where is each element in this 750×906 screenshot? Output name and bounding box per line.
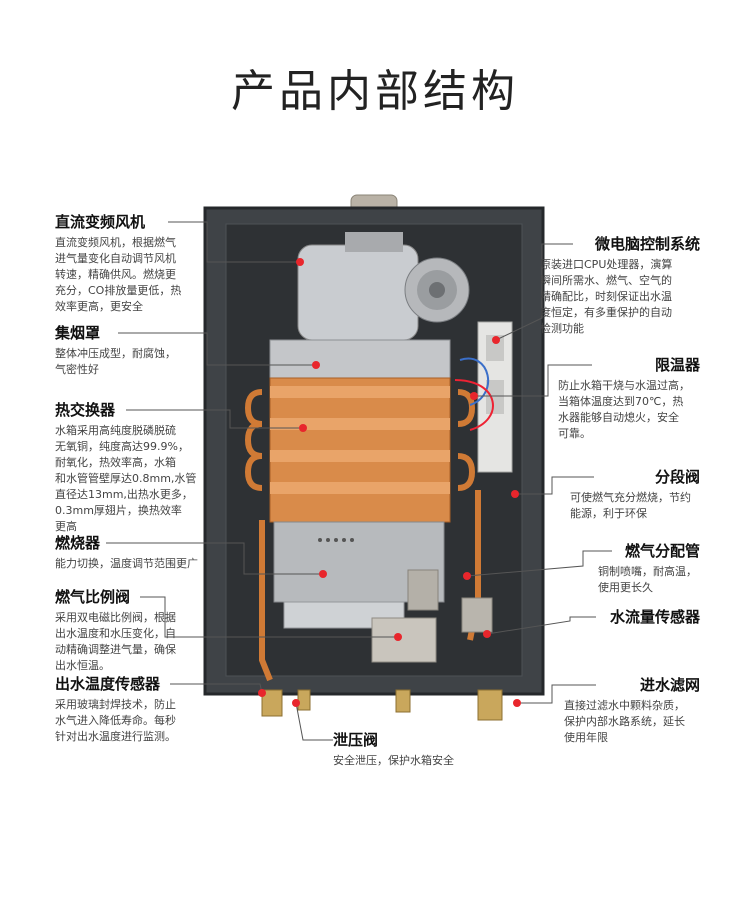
label-desc: 采用双电磁比例阀，根据出水温度和水压变化，自动精确调整进气量，确保出水恒温。 bbox=[55, 611, 176, 672]
gas-valve bbox=[371, 569, 493, 663]
fan-assembly bbox=[297, 232, 470, 341]
label-title: 分段阀 bbox=[654, 468, 700, 486]
label-title: 燃烧器 bbox=[55, 534, 101, 552]
dot-relief bbox=[292, 699, 300, 707]
label-manifold: 燃气分配管 铜制喷嘴，耐高温，使用更长久 bbox=[540, 541, 700, 596]
callout-lines bbox=[106, 221, 612, 741]
label-desc: 直接过滤水中颗料杂质，保护内部水路系统，延长使用年限 bbox=[564, 699, 685, 744]
label-title: 集烟罩 bbox=[55, 324, 101, 342]
label-desc: 能力切换，温度调节范围更广 bbox=[55, 557, 198, 570]
label-title: 泄压阀 bbox=[333, 731, 379, 749]
dot-segment bbox=[511, 490, 519, 498]
dot-exchanger bbox=[299, 424, 307, 432]
label-title: 水流量传感器 bbox=[609, 608, 700, 626]
label-fan: 直流变频风机 直流变频风机，根据燃气进气量变化自动调节风机转速，精确供风。燃烧更… bbox=[55, 212, 215, 315]
dot-burner bbox=[319, 570, 327, 578]
label-title: 直流变频风机 bbox=[55, 213, 146, 231]
label-valve: 燃气比例阀 采用双电磁比例阀，根据出水温度和水压变化，自动精确调整进气量，确保出… bbox=[55, 587, 215, 674]
label-title: 出水温度传感器 bbox=[55, 675, 161, 693]
label-filter: 进水滤网 直接过滤水中颗料杂质，保护内部水路系统，延长使用年限 bbox=[540, 675, 700, 746]
label-flow: 水流量传感器 bbox=[540, 607, 700, 627]
label-desc: 直流变频风机，根据燃气进气量变化自动调节风机转速，精确供风。燃烧更充分，CO排放… bbox=[55, 236, 182, 313]
label-desc: 铜制喷嘴，耐高温，使用更长久 bbox=[598, 565, 697, 594]
dot-sensor bbox=[258, 689, 266, 697]
dot-filter bbox=[513, 699, 521, 707]
label-hood: 集烟罩 整体冲压成型，耐腐蚀，气密性好 bbox=[55, 323, 215, 378]
label-sensor: 出水温度传感器 采用玻璃封焊技术，防止水气进入降低寿命。每秒针对出水温度进行监测… bbox=[55, 674, 215, 745]
label-limiter: 限温器 防止水箱干烧与水温过高，当箱体温度达到70℃，热水器能够自动熄火，安全可… bbox=[540, 355, 700, 442]
control-box bbox=[454, 321, 513, 473]
label-desc: 可使燃气充分燃烧，节约能源，利于环保 bbox=[570, 491, 691, 520]
label-title: 燃气分配管 bbox=[624, 542, 700, 560]
label-desc: 防止水箱干烧与水温过高，当箱体温度达到70℃，热水器能够自动熄火，安全可靠。 bbox=[558, 379, 690, 440]
page-title: 产品内部结构 bbox=[231, 66, 519, 117]
label-desc: 原装进口CPU处理器，演算瞬间所需水、燃气、空气的精确配比，时刻保证出水温度恒定… bbox=[540, 258, 673, 335]
label-cpu: 微电脑控制系统 原装进口CPU处理器，演算瞬间所需水、燃气、空气的精确配比，时刻… bbox=[540, 234, 700, 337]
label-desc: 水箱采用高纯度脱磷脱硫无氧铜，纯度高达99.9%，耐氧化，热效率高，水箱和水管管… bbox=[55, 424, 197, 533]
label-desc: 采用玻璃封焊技术，防止水气进入降低寿命。每秒针对出水温度进行监测。 bbox=[55, 698, 176, 743]
label-title: 燃气比例阀 bbox=[55, 588, 131, 606]
label-title: 进水滤网 bbox=[639, 676, 700, 694]
water-fittings bbox=[261, 689, 503, 721]
label-desc: 整体冲压成型，耐腐蚀，气密性好 bbox=[55, 347, 176, 376]
callout-dots bbox=[258, 258, 521, 707]
dot-valve bbox=[394, 633, 402, 641]
label-desc: 安全泄压，保护水箱安全 bbox=[333, 754, 454, 767]
dot-fan bbox=[296, 258, 304, 266]
smoke-hood bbox=[269, 339, 451, 379]
label-title: 限温器 bbox=[654, 356, 700, 374]
dot-limiter bbox=[470, 392, 478, 400]
label-title: 热交换器 bbox=[55, 401, 116, 419]
dot-manifold bbox=[463, 572, 471, 580]
label-relief: 泄压阀 安全泄压，保护水箱安全 bbox=[333, 730, 503, 769]
label-exchanger: 热交换器 水箱采用高纯度脱磷脱硫无氧铜，纯度高达99.9%，耐氧化，热效率高，水… bbox=[55, 400, 220, 535]
label-title: 微电脑控制系统 bbox=[594, 235, 700, 253]
label-segment: 分段阀 可使燃气充分燃烧，节约能源，利于环保 bbox=[540, 467, 700, 522]
dot-hood bbox=[312, 361, 320, 369]
heat-exchanger bbox=[244, 377, 476, 523]
label-burner: 燃烧器 能力切换，温度调节范围更广 bbox=[55, 533, 225, 572]
dot-cpu bbox=[492, 336, 500, 344]
dot-flow bbox=[483, 630, 491, 638]
